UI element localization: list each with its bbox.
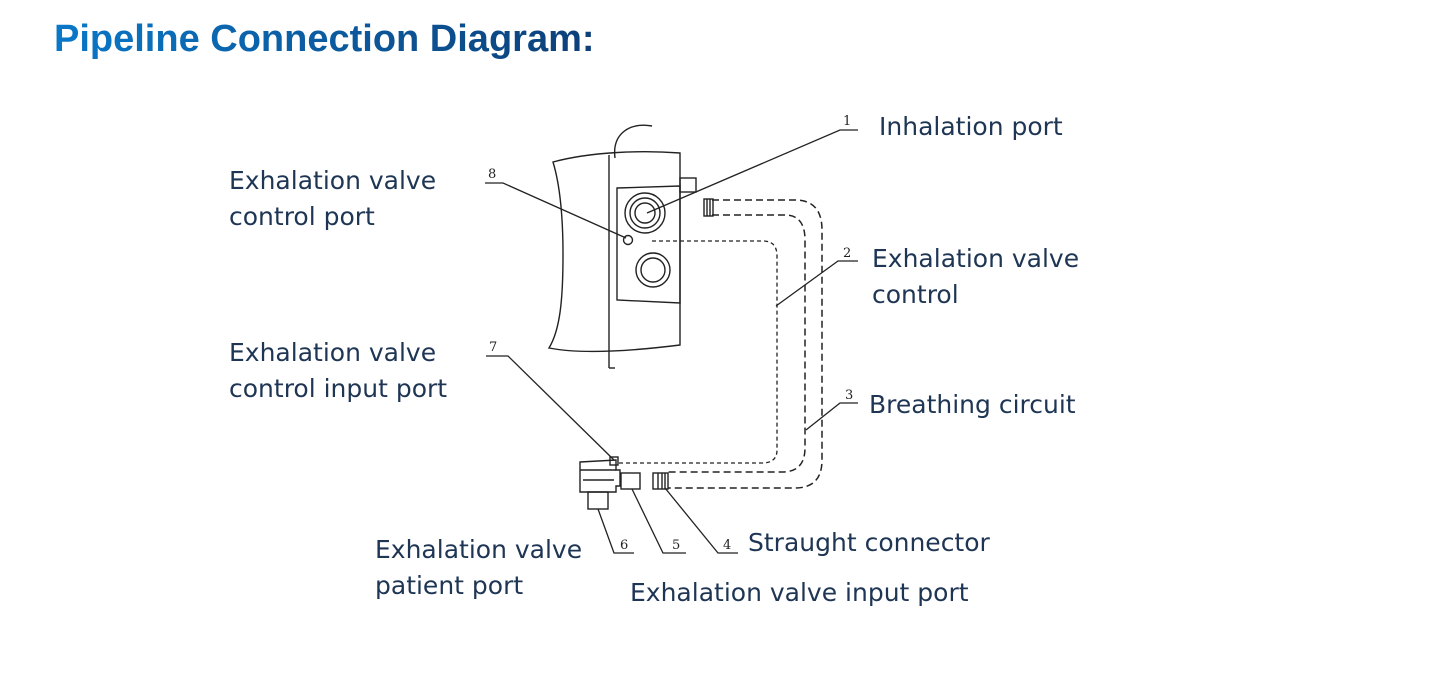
callout-number-6: 6 xyxy=(620,538,628,553)
callout-number-5: 5 xyxy=(672,538,680,553)
control-tube xyxy=(617,240,778,464)
label-exhalation-valve-control-port: Exhalation valve control port xyxy=(229,163,436,235)
device-body xyxy=(547,151,681,353)
label-straight-connector: Straught connector xyxy=(748,525,990,561)
leader-7 xyxy=(486,355,615,461)
leader-8 xyxy=(485,182,627,239)
label-exhalation-valve-input-port: Exhalation valve input port xyxy=(630,575,969,611)
callout-number-4: 4 xyxy=(723,538,731,553)
callout-number-3: 3 xyxy=(845,388,853,403)
label-exhalation-valve-patient-port: Exhalation valve patient port xyxy=(375,532,582,604)
circuit-top-connector xyxy=(703,198,714,217)
leader-3 xyxy=(805,402,858,431)
breathing-circuit-outer xyxy=(668,199,823,489)
label-line: Exhalation valve xyxy=(872,244,1080,273)
exhalation-valve-patient-port xyxy=(587,491,609,510)
power-cable xyxy=(613,124,653,159)
leader-5 xyxy=(631,488,686,554)
label-line: control xyxy=(872,280,959,309)
label-exhalation-valve-control-input-port: Exhalation valve control input port xyxy=(229,335,447,407)
label-breathing-circuit: Breathing circuit xyxy=(869,387,1076,423)
label-line: Exhalation valve xyxy=(375,535,583,564)
page-title: Pipeline Connection Diagram: xyxy=(54,18,595,60)
label-line: Exhalation valve xyxy=(229,338,437,367)
inhalation-port xyxy=(624,192,666,234)
lower-port xyxy=(635,252,671,288)
straight-connector xyxy=(652,472,669,490)
leader-6 xyxy=(597,508,634,554)
device-tab xyxy=(679,177,697,193)
callout-number-2: 2 xyxy=(843,246,851,261)
label-exhalation-valve-control: Exhalation valve control xyxy=(872,241,1079,313)
leader-2 xyxy=(775,260,858,307)
label-line: Inhalation port xyxy=(879,112,1063,141)
label-line: patient port xyxy=(375,571,524,600)
label-inhalation-port: Inhalation port xyxy=(879,109,1063,145)
leader-1 xyxy=(646,129,858,214)
label-line: control input port xyxy=(229,374,448,403)
label-line: control port xyxy=(229,202,375,231)
front-panel xyxy=(616,185,681,304)
callout-number-8: 8 xyxy=(488,167,496,182)
callout-number-1: 1 xyxy=(843,114,851,129)
control-port xyxy=(622,234,634,246)
label-line: Exhalation valve xyxy=(229,166,437,195)
label-line: Breathing circuit xyxy=(869,390,1076,419)
exhalation-valve-input-port xyxy=(620,472,641,490)
callout-number-7: 7 xyxy=(489,340,497,355)
label-line: Straught connector xyxy=(748,528,990,557)
label-line: Exhalation valve input port xyxy=(630,578,969,607)
leader-4 xyxy=(664,487,738,554)
breathing-circuit-inner xyxy=(668,214,806,473)
